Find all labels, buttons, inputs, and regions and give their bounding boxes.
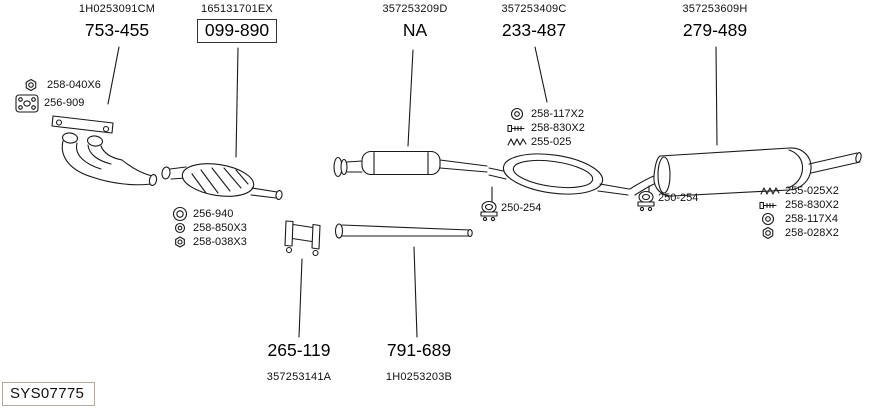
part-group-pipe-joint: 265-119 357253141A: [229, 340, 369, 383]
nut-icon: [762, 226, 774, 240]
part-group-connecting-pipe: 791-689 1H0253203B: [349, 340, 489, 383]
hardware-label: 255-025X2: [785, 185, 839, 197]
catalytic-converter: [161, 163, 283, 201]
part-group-front-pipe: 1H0253091CM 753-455: [47, 3, 187, 41]
part-group-resonator: 357253209D NA: [345, 3, 485, 41]
oem-code: 357253409C: [501, 3, 567, 15]
clamp-icon: [480, 186, 498, 222]
connecting-pipe: [334, 223, 473, 239]
washer-icon: [174, 222, 186, 234]
nut-icon: [25, 78, 37, 92]
hardware-label: 258-117X2: [531, 108, 585, 120]
rear-muffler: [629, 147, 862, 197]
hardware-label: 255-025: [531, 136, 572, 148]
part-group-rear-muffler: 357253609H 279-489: [645, 3, 785, 41]
part-group-catalytic-converter: 165131701EX 099-890: [167, 3, 307, 43]
leader-lines: [107, 46, 718, 338]
pipe-joint: [284, 220, 321, 257]
gasket-icon: [15, 94, 39, 113]
spring-icon: [507, 138, 527, 146]
oem-code: 357253209D: [382, 3, 448, 15]
hardware-label: 258-117X4: [785, 213, 839, 225]
oem-code: 165131701EX: [201, 3, 273, 15]
part-number-link[interactable]: 753-455: [84, 20, 150, 40]
part-number-link[interactable]: 233-487: [501, 20, 567, 40]
middle-muffler: [488, 153, 630, 196]
part-number-na: NA: [402, 20, 428, 40]
hardware-label: 258-038X3: [193, 236, 247, 248]
ring-gasket-icon: [172, 206, 188, 222]
hardware-label: 258-830X2: [785, 199, 839, 211]
part-number-link[interactable]: 265-119: [267, 340, 331, 360]
oem-code: 357253141A: [266, 371, 332, 383]
part-number-link[interactable]: 279-489: [682, 20, 748, 40]
clamp-label: 250-254: [658, 192, 699, 204]
system-code-badge: SYS07775: [2, 382, 96, 406]
oem-code: 1H0253091CM: [78, 3, 156, 15]
center-resonator: [333, 150, 488, 178]
hardware-label: 258-040X6: [47, 79, 101, 91]
front-pipe-manifold: [51, 115, 158, 187]
hardware-label: 258-830X2: [531, 122, 585, 134]
nut-icon: [175, 236, 185, 248]
clamp-icon: [637, 185, 655, 212]
part-number-link[interactable]: 791-689: [386, 340, 452, 360]
bolt-icon: [507, 124, 525, 133]
part-number-link-selected[interactable]: 099-890: [196, 19, 278, 43]
hardware-label: 256-940: [193, 208, 234, 220]
oem-code: 357253609H: [682, 3, 748, 15]
hardware-label: 256-909: [44, 97, 85, 109]
oem-code: 1H0253203B: [385, 371, 453, 383]
clamp-label: 250-254: [501, 202, 542, 214]
washer-icon: [761, 212, 775, 226]
spring-icon: [760, 187, 780, 195]
washer-icon: [510, 107, 524, 121]
hardware-label: 258-850X3: [193, 222, 247, 234]
bolt-icon: [759, 201, 777, 210]
hardware-label: 258-028X2: [785, 227, 839, 239]
part-group-middle-muffler: 357253409C 233-487: [464, 3, 604, 41]
